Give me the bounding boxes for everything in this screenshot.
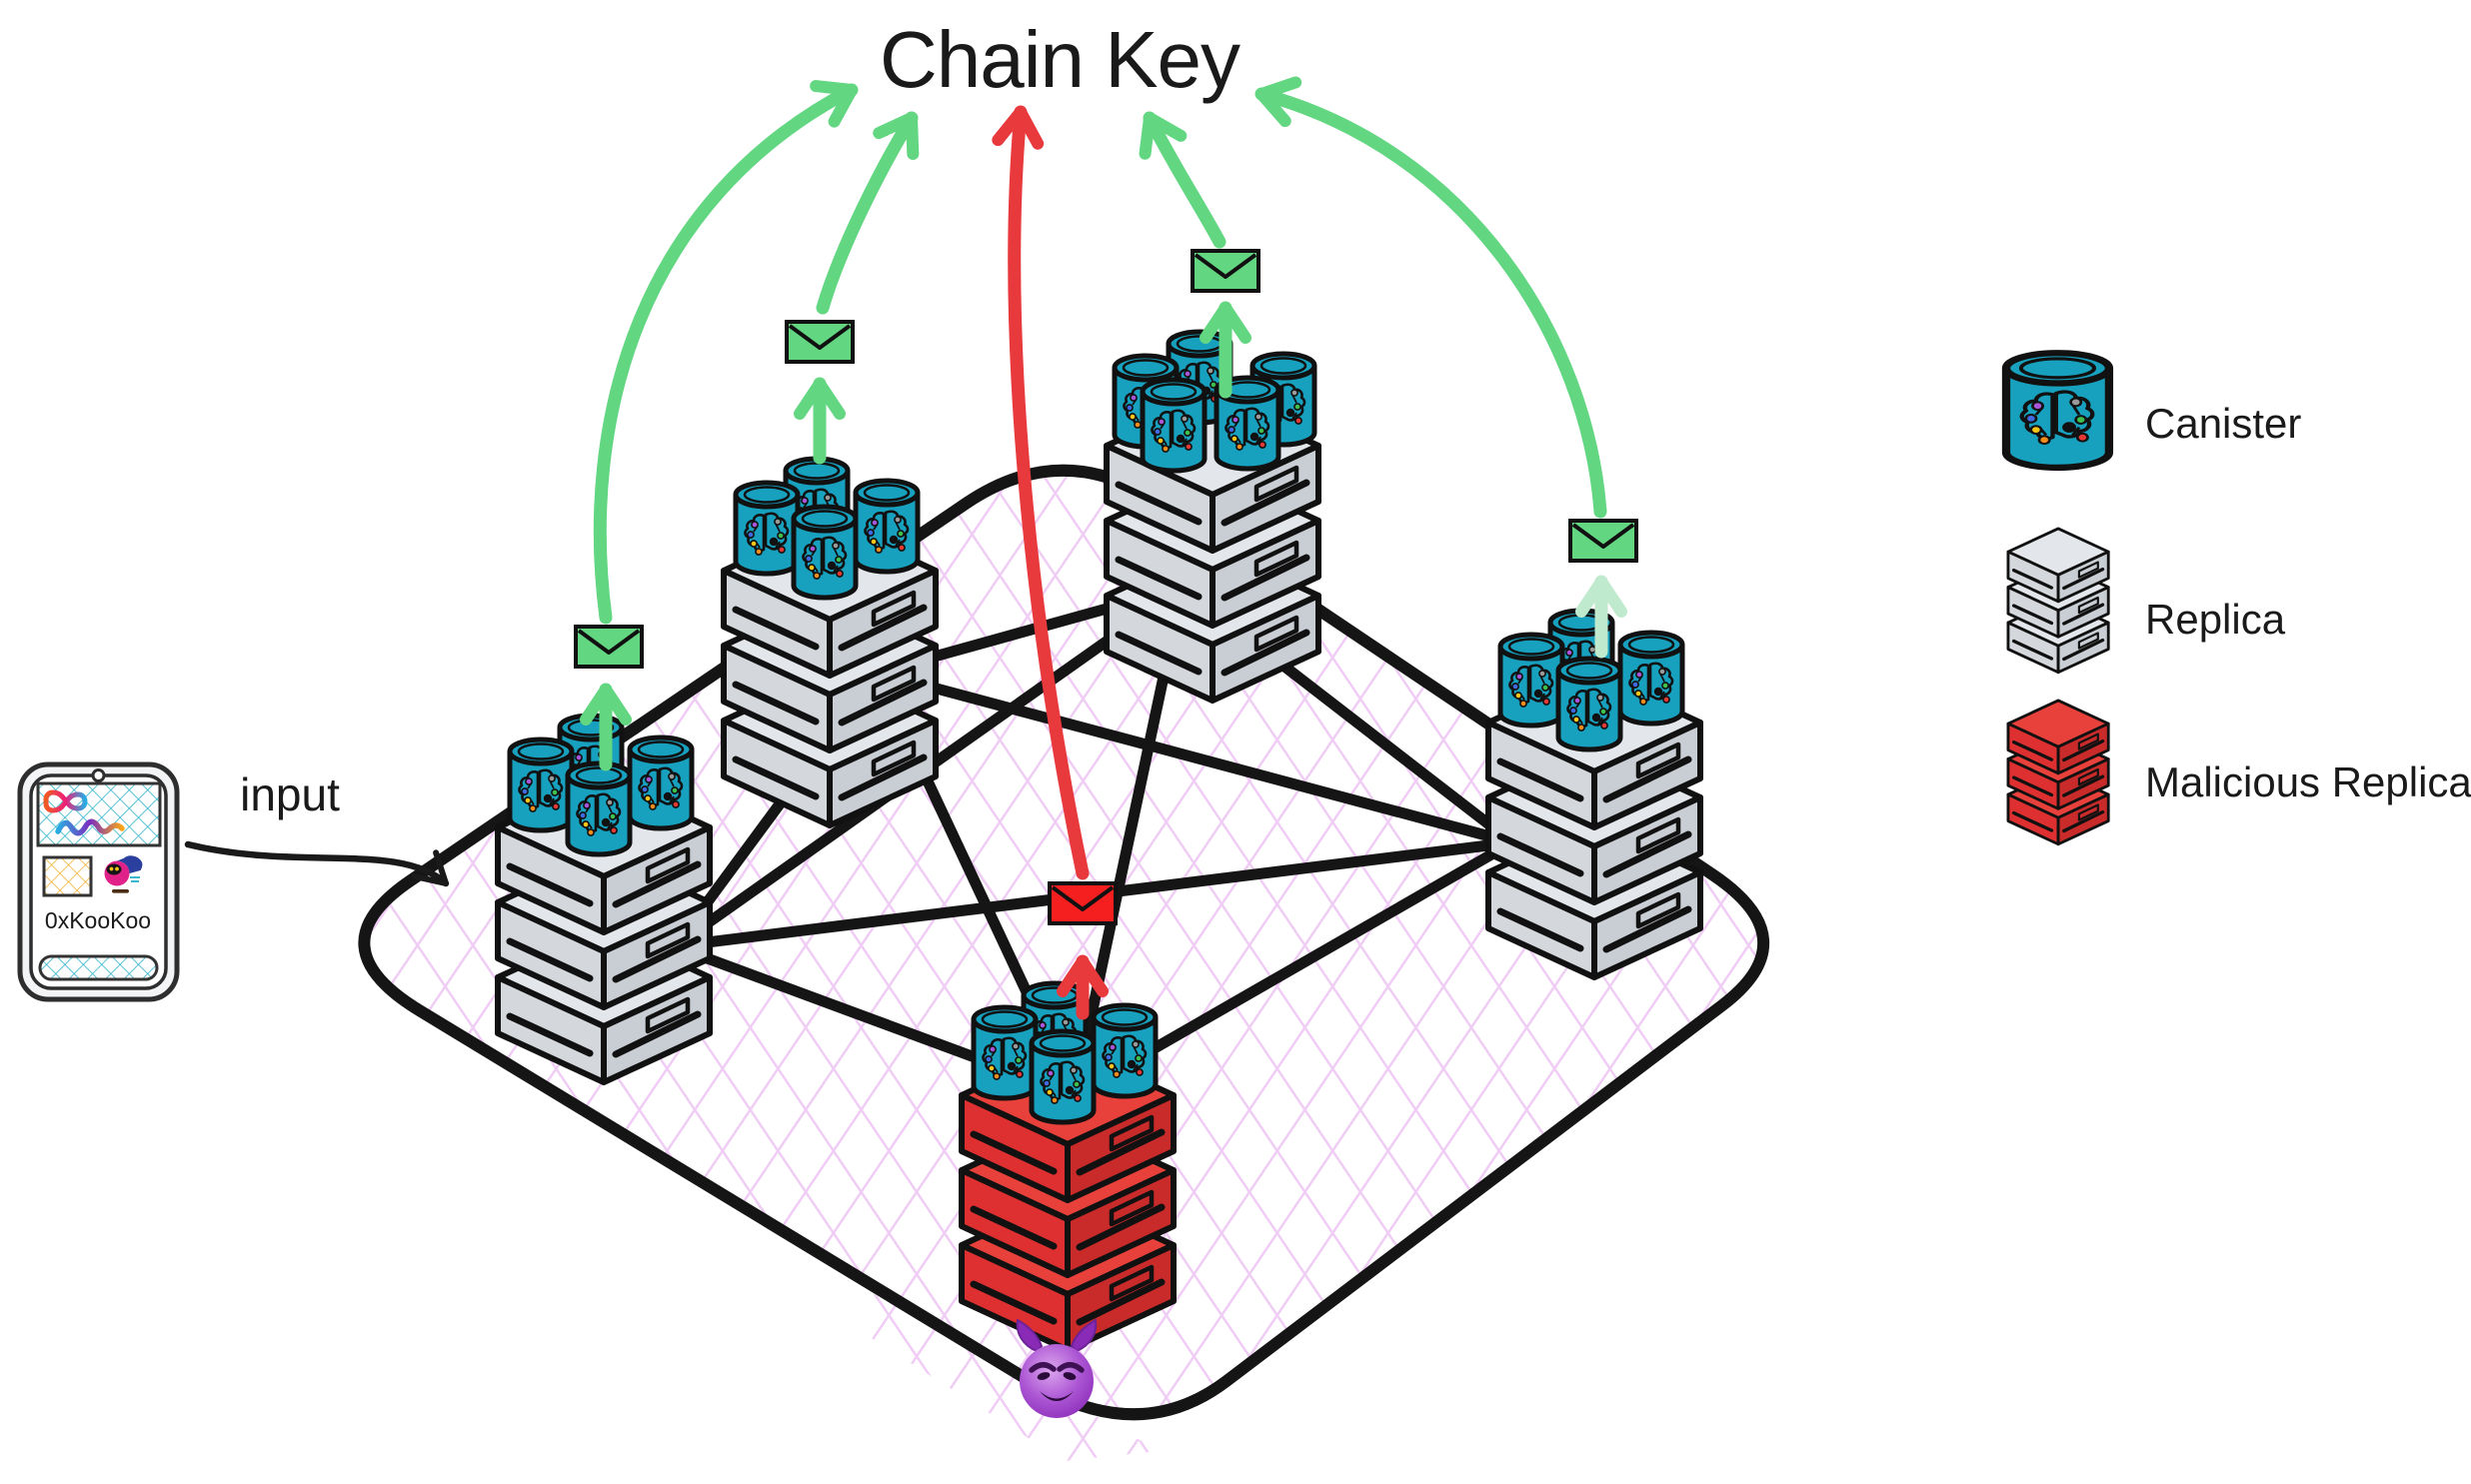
- replica-north-west: [724, 459, 936, 825]
- green-envelope-northwest: [785, 320, 855, 364]
- legend-label-canister: Canister: [2145, 400, 2302, 447]
- red-envelope-malicious: [1048, 881, 1118, 925]
- hatch-overflow: [845, 1289, 1160, 1461]
- input-arrow: [184, 840, 450, 887]
- green-envelope-west: [574, 625, 644, 669]
- arrow-malicious-to-chainkey: [992, 105, 1090, 880]
- replica-east: [1488, 611, 1700, 977]
- phone-address: 0xKooKoo: [44, 907, 152, 933]
- green-envelope-east: [1568, 519, 1638, 563]
- arrow-west-to-chainkey: [593, 80, 859, 625]
- legend-label-malicious-replica: Malicious Replica: [2145, 758, 2471, 805]
- phone-banner: [36, 781, 162, 847]
- malicious-replica-south: [962, 983, 1174, 1350]
- legend-canister-icon: [2006, 353, 2109, 468]
- infinity-logo: [43, 789, 88, 813]
- legend-label-replica: Replica: [2145, 596, 2286, 643]
- pixel-pet: [104, 855, 143, 893]
- page-title: Chain Key: [879, 15, 1240, 104]
- subnet-platform: [358, 464, 1769, 1461]
- phone-camera-dot: [91, 768, 106, 782]
- green-envelope-north: [1191, 249, 1260, 293]
- scribble-drawing: [55, 818, 125, 836]
- arrow-east-to-chainkey: [1254, 76, 1607, 519]
- arrow-northwest-to-chainkey: [816, 111, 920, 315]
- legend-malicious-replica-icon: [2008, 701, 2108, 844]
- replica-north: [1107, 332, 1318, 701]
- devil-emoji: [1016, 1318, 1098, 1418]
- nft-placeholder-box: [42, 855, 93, 897]
- arrow-north-to-chainkey: [1139, 111, 1227, 249]
- legend-replica-icon: [2008, 529, 2108, 673]
- input-label: input: [240, 768, 340, 820]
- message-arrows: [580, 76, 1627, 1020]
- phone-home-bar: [38, 954, 159, 981]
- user-phone: [17, 761, 180, 1002]
